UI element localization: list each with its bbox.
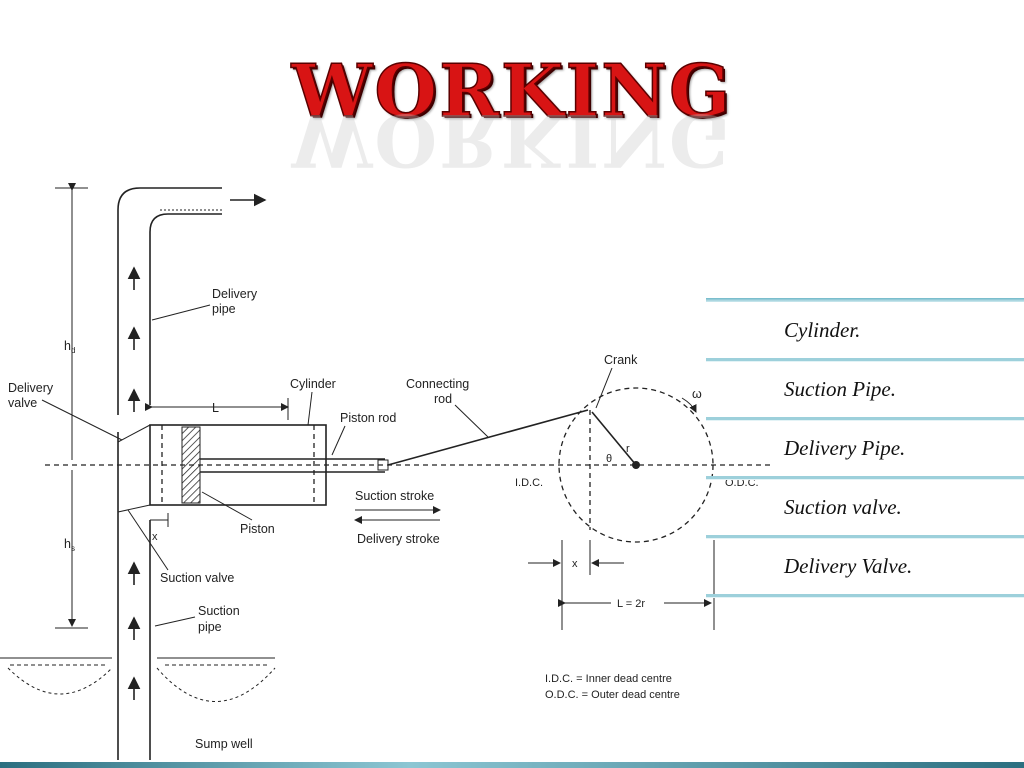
x-left-label: x	[152, 531, 158, 543]
bullet-text: Delivery Pipe.	[784, 436, 906, 460]
omega-label: ω	[692, 387, 702, 401]
suction-stroke-label: Suction stroke	[355, 489, 434, 503]
slide-title: WORKING	[291, 47, 733, 134]
connecting-rod	[387, 409, 589, 466]
piston-rod-label: Piston rod	[340, 411, 396, 425]
delivery-pipe-label: Delivery	[212, 287, 258, 301]
cylinder	[117, 424, 389, 513]
pipe	[117, 187, 267, 760]
delivery-pipe-label-2: pipe	[212, 302, 236, 316]
piston-label: Piston	[240, 522, 275, 536]
cylinder-label: Cylinder	[290, 377, 336, 391]
list-item: Suction valve.	[706, 479, 1024, 538]
list-item: Cylinder.	[706, 302, 1024, 361]
odc-note: O.D.C. = Outer dead centre	[545, 689, 680, 701]
delivery-valve-label: Delivery	[8, 381, 54, 395]
suction-pipe-label-2: pipe	[198, 620, 222, 634]
bullet-text: Delivery Valve.	[784, 554, 913, 578]
reciprocating-pump-diagram: hd hs L x	[0, 183, 770, 760]
bullet-text: Cylinder.	[784, 318, 861, 342]
connecting-rod-label: Connecting	[406, 377, 469, 391]
hs-label: hs	[64, 537, 75, 553]
sump-well	[0, 657, 276, 702]
delivery-stroke-label: Delivery stroke	[357, 532, 440, 546]
connecting-rod-label-2: rod	[434, 392, 452, 406]
list-item: Delivery Valve.	[706, 538, 1024, 597]
list-item: Suction Pipe.	[706, 361, 1024, 420]
stroke-dimensions: x L = 2r	[528, 540, 715, 630]
suction-valve-label: Suction valve	[160, 571, 234, 585]
delivery-valve-label-2: valve	[8, 396, 37, 410]
l-equals-2r-label: L = 2r	[617, 598, 645, 610]
radius-label: r	[626, 443, 630, 455]
sump-well-label: Sump well	[195, 737, 253, 751]
piston	[181, 426, 201, 504]
x-right-label: x	[572, 558, 578, 570]
height-dimension: hd hs	[55, 183, 88, 629]
crank-label: Crank	[604, 353, 638, 367]
panel-top-rule	[706, 298, 1024, 302]
length-label: L	[212, 401, 219, 415]
bullet-text: Suction Pipe.	[784, 377, 896, 401]
idc-note: I.D.C. = Inner dead centre	[545, 673, 672, 685]
leader-lines	[41, 304, 613, 627]
crank	[558, 387, 714, 543]
bullet-panel: Cylinder. Suction Pipe. Delivery Pipe. S…	[706, 298, 1024, 597]
list-item: Delivery Pipe.	[706, 420, 1024, 479]
theta-label: θ	[606, 453, 612, 465]
odc-label: O.D.C.	[725, 477, 759, 489]
suction-pipe-label: Suction	[198, 604, 240, 618]
bullet-text: Suction valve.	[784, 495, 902, 519]
bottom-accent-bar	[0, 762, 1024, 768]
hd-label: hd	[64, 339, 75, 355]
idc-label: I.D.C.	[515, 477, 543, 489]
